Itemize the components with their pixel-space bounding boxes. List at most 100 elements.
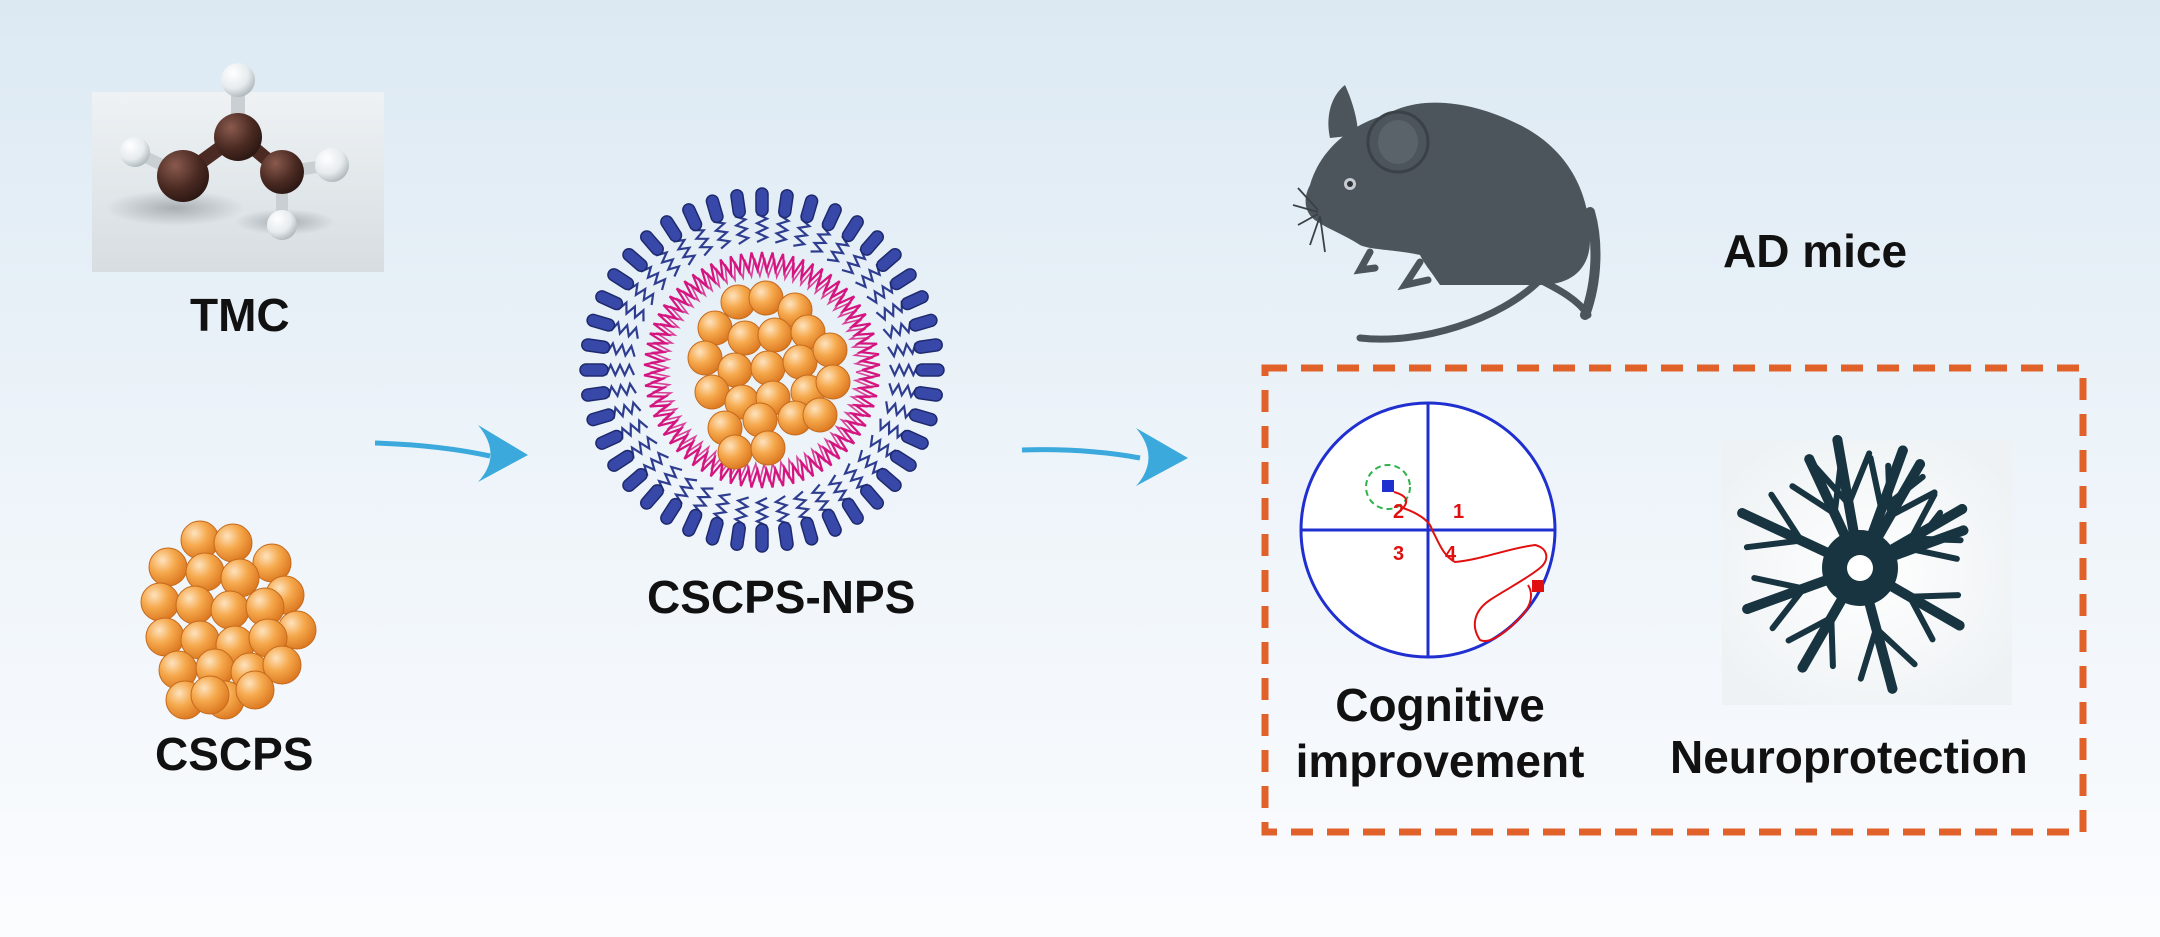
lipid-tail: [857, 449, 884, 475]
lipid-tail: [630, 435, 658, 459]
lipid-tail: [827, 474, 851, 502]
lipid-tail: [885, 401, 914, 420]
dendrite-tip: [1897, 445, 1908, 456]
dendrite-branch: [1743, 537, 1805, 551]
lipid-tail: [640, 265, 667, 291]
lipid-head: [755, 523, 769, 553]
mouse-ear: [1378, 120, 1418, 164]
water-maze-icon: 1 2 3 4: [1299, 401, 1557, 659]
lipid-head: [660, 497, 683, 525]
lipid-head: [579, 363, 609, 377]
particle: [262, 645, 302, 685]
maze-end-marker: [1532, 580, 1544, 592]
dendrite-branch: [1828, 614, 1836, 670]
dendrite-tip: [1804, 454, 1815, 465]
lipid-head: [682, 203, 703, 232]
cscps-label: CSCPS: [155, 728, 314, 780]
lipid-tail: [810, 483, 832, 511]
lipid-tail: [887, 341, 917, 359]
particle: [185, 552, 225, 592]
particle: [210, 590, 250, 630]
lipid-head: [607, 449, 635, 472]
hydrogen-atom: [221, 63, 255, 97]
molecule-icon: [92, 63, 384, 272]
lipid-head: [800, 194, 819, 224]
lipid-head: [908, 313, 938, 332]
lipid-tail: [882, 321, 912, 340]
lipid-tail: [732, 496, 750, 527]
dendrite-branch: [1845, 450, 1873, 507]
outcomes-box: [1261, 364, 2087, 836]
dendrite-branch: [1887, 489, 1938, 519]
lipid-tail: [875, 300, 903, 322]
cognitive-label-line: improvement: [1295, 735, 1585, 787]
lipid-head: [705, 194, 724, 224]
lipid-tail: [692, 229, 714, 257]
lipid-head: [908, 408, 938, 427]
mouse-eye: [1347, 181, 1353, 187]
mouse-tail: [1356, 275, 1592, 343]
lipid-tail: [826, 235, 851, 263]
core-particle: [815, 364, 851, 400]
lipid-head: [755, 187, 769, 217]
lipid-head: [778, 521, 794, 551]
arrow-icon: [374, 425, 528, 482]
nanoparticle-icon: [579, 187, 945, 553]
dendrite-branch: [1857, 625, 1880, 682]
lipid-tail: [610, 320, 639, 339]
core-particle: [782, 344, 818, 380]
core-particle: [717, 434, 753, 470]
core-particle: [757, 317, 793, 353]
mouse-tail: [1580, 207, 1601, 320]
lipid-tail: [713, 220, 732, 250]
lipid-head: [586, 408, 616, 427]
dendrite-branch: [1831, 460, 1844, 517]
lipid-head: [900, 429, 929, 450]
lipid-tail: [692, 487, 714, 515]
hydrogen-atom: [315, 148, 349, 182]
lipid-tail: [712, 493, 731, 522]
lipid-head: [915, 363, 945, 377]
core-particle: [812, 332, 848, 368]
lipid-head: [607, 268, 635, 291]
lipid-tail: [617, 300, 645, 322]
lipid-tail: [605, 340, 636, 358]
lipid-tail: [869, 434, 897, 459]
carbon-atom: [214, 113, 262, 161]
neuron-icon: [1722, 435, 2012, 705]
particle-cluster-icon: [140, 520, 317, 720]
core-particle: [750, 350, 786, 386]
lipid-head: [581, 338, 611, 354]
maze-platform: [1365, 464, 1411, 510]
core-particle: [694, 374, 730, 410]
mouse-icon: [1292, 85, 1601, 343]
lipid-head: [682, 508, 703, 537]
core-particle: [727, 320, 763, 356]
cognitive-improvement-label: Cognitive improvement: [1280, 677, 1600, 789]
hydrogen-atom: [267, 210, 297, 240]
lipid-head: [889, 449, 917, 472]
dendrite-tip: [1954, 620, 1965, 631]
lipid-head: [876, 247, 902, 272]
lipid-head: [821, 203, 842, 232]
lipid-tail: [673, 477, 698, 505]
particle: [148, 547, 188, 587]
dendrite-branch: [1785, 614, 1835, 644]
dendrite-branch: [1908, 535, 1964, 544]
particle: [140, 582, 180, 622]
particle: [213, 523, 253, 563]
neuron-nucleus: [1847, 555, 1873, 581]
lipid-head: [622, 247, 648, 272]
lipid-tail: [657, 465, 683, 492]
core-particle: [802, 397, 838, 433]
lipid-head: [705, 516, 724, 546]
lipid-tail: [855, 263, 882, 289]
lipid-tail: [754, 213, 770, 243]
dendrite-branch: [1769, 585, 1807, 632]
dendrite-tip: [1742, 604, 1753, 614]
lipid-head: [730, 189, 746, 219]
lipid-head: [876, 468, 902, 493]
dendrite-branch: [1908, 491, 1938, 542]
lipid-tail: [843, 463, 869, 490]
